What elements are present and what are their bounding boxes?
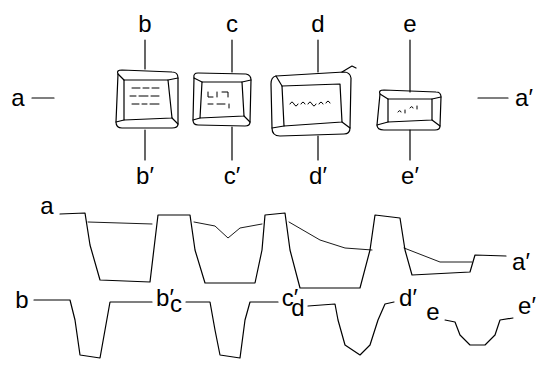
section-mark: c [226, 12, 238, 36]
profile-b [34, 300, 152, 358]
object-b [116, 70, 178, 128]
section-mark: a [11, 86, 24, 110]
section-mark: e′ [401, 164, 419, 188]
profile-e [445, 318, 513, 345]
object-e [377, 90, 441, 130]
profile-a [60, 213, 506, 288]
object-d [271, 66, 356, 136]
section-mark: e [403, 12, 416, 36]
profile-mark: a [40, 194, 53, 218]
profile-c [186, 302, 278, 358]
section-mark: c′ [224, 164, 241, 188]
section-mark: a′ [515, 86, 533, 110]
profile-mark: b [15, 288, 28, 312]
profile-d [308, 302, 394, 355]
section-lines [32, 40, 508, 160]
section-mark: b′ [136, 164, 154, 188]
profile-mark: c [170, 292, 182, 316]
profile-mark: e [426, 300, 439, 324]
section-mark: d [311, 12, 324, 36]
profile-mark: d′ [399, 286, 417, 310]
section-mark: b [138, 12, 151, 36]
profile-mark: e′ [518, 294, 536, 318]
section-mark: d′ [309, 164, 327, 188]
profile-mark: a′ [512, 250, 530, 274]
profile-mark: d [291, 296, 304, 320]
object-c [193, 73, 251, 126]
